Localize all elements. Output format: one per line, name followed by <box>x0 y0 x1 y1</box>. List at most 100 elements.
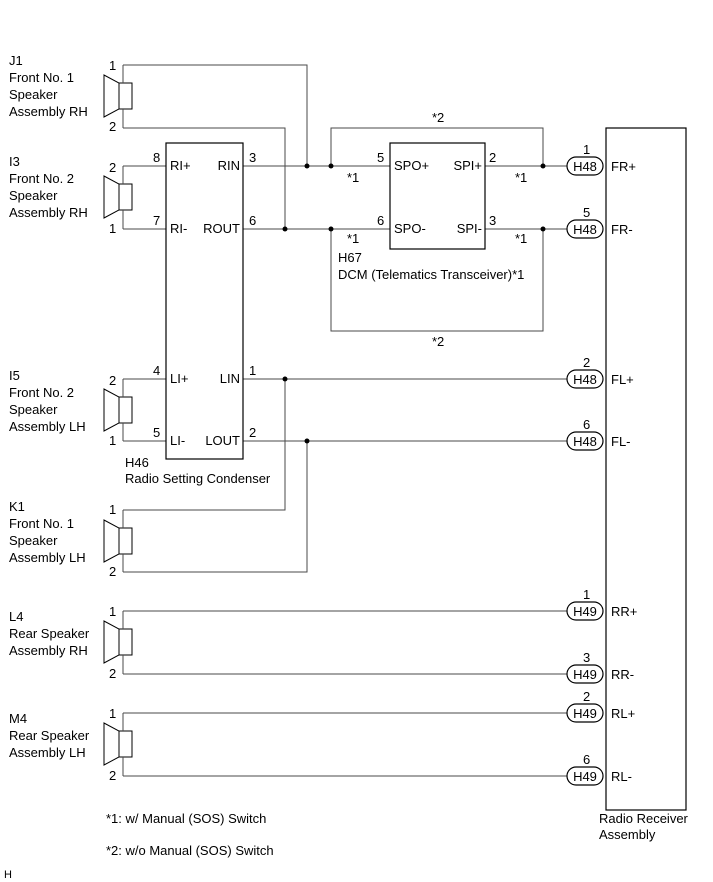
speaker-l4: L4 Rear Speaker Assembly RH 1 2 <box>9 604 133 681</box>
connector-pill <box>566 703 604 723</box>
mark-2: *2 <box>432 110 444 125</box>
speaker-name: Assembly RH <box>9 643 88 658</box>
dcm-box <box>389 142 486 250</box>
pin-number: 2 <box>109 373 116 388</box>
component-name: Radio Setting Condenser <box>125 471 271 486</box>
pin-number: 5 <box>377 150 384 165</box>
pin-label: SPO+ <box>394 158 429 173</box>
pin-number: 2 <box>109 119 116 134</box>
wire-bypass-bottom <box>330 229 544 332</box>
pin-number: 8 <box>153 150 160 165</box>
speaker-icon <box>118 527 133 555</box>
terminal-label: RR+ <box>611 604 637 619</box>
terminal-label: FL+ <box>611 372 634 387</box>
speaker-name: Speaker <box>9 533 58 548</box>
terminal-label: RR- <box>611 667 634 682</box>
pin-number: 2 <box>583 689 590 704</box>
pin-label: LOUT <box>205 433 240 448</box>
mark-1: *1 <box>347 231 359 246</box>
connector-code: H48 <box>573 434 597 449</box>
pin-number: 1 <box>583 142 590 157</box>
speaker-i3: I3 Front No. 2 Speaker Assembly RH 2 1 <box>9 154 133 236</box>
component-name: Assembly <box>599 827 656 842</box>
junction-dot <box>540 226 546 232</box>
connector-pill <box>566 601 604 621</box>
speaker-name: Front No. 1 <box>9 516 74 531</box>
pin-number: 6 <box>583 752 590 767</box>
speaker-i5: I5 Front No. 2 Speaker Assembly LH 2 1 <box>9 368 133 448</box>
pin-number: 1 <box>109 58 116 73</box>
connector-code: H49 <box>573 667 597 682</box>
pin-number: 7 <box>153 213 160 228</box>
wire-k1-pin1 <box>123 379 286 511</box>
speaker-name: Assembly RH <box>9 205 88 220</box>
junction-dot <box>282 376 288 382</box>
speaker-name: Assembly LH <box>9 550 86 565</box>
terminal-label: FL- <box>611 434 631 449</box>
speaker-name: Assembly LH <box>9 745 86 760</box>
connector-code: H49 <box>573 706 597 721</box>
connector-pill <box>566 156 604 176</box>
pin-number: 5 <box>583 205 590 220</box>
terminal-label: FR- <box>611 222 633 237</box>
pin-label: SPI+ <box>453 158 482 173</box>
pin-label: RIN <box>218 158 240 173</box>
pin-number: 3 <box>249 150 256 165</box>
speaker-code: K1 <box>9 499 25 514</box>
terminal-label: RL+ <box>611 706 635 721</box>
wire-k1-pin2 <box>123 441 308 573</box>
junction-dot <box>328 226 334 232</box>
component-name: DCM (Telematics Transceiver)*1 <box>338 267 524 282</box>
radio-terminal: H49 2RL+ <box>566 689 635 723</box>
pin-label: RI- <box>170 221 187 236</box>
pin-number: 2 <box>109 564 116 579</box>
footnote: *2: w/o Manual (SOS) Switch <box>106 843 274 858</box>
pin-number: 1 <box>109 433 116 448</box>
pin-number: 3 <box>489 213 496 228</box>
speaker-icon <box>118 628 133 656</box>
pin-label: SPO- <box>394 221 426 236</box>
junction-dot <box>328 163 334 169</box>
speaker-code: I5 <box>9 368 20 383</box>
radio-terminal: H49 3RR- <box>566 650 634 684</box>
speaker-j1: J1 Front No. 1 Speaker Assembly RH 1 2 <box>9 53 133 134</box>
pin-number: 1 <box>109 502 116 517</box>
pin-label: SPI- <box>457 221 482 236</box>
pin-number: 2 <box>583 355 590 370</box>
component-name: Radio Receiver <box>599 811 689 826</box>
mark-2: *2 <box>432 334 444 349</box>
wire-j1-pin2 <box>123 127 286 229</box>
speaker-name: Speaker <box>9 402 58 417</box>
pin-number: 3 <box>583 650 590 665</box>
connector-pill <box>566 766 604 786</box>
radio-receiver-assembly: Radio Receiver Assembly <box>599 127 689 842</box>
speaker-icon <box>118 396 133 424</box>
pin-number: 4 <box>153 363 160 378</box>
speaker-name: Speaker <box>9 188 58 203</box>
pin-label: RI+ <box>170 158 191 173</box>
mark-1: *1 <box>347 170 359 185</box>
pin-number: 1 <box>109 221 116 236</box>
speaker-name: Assembly RH <box>9 104 88 119</box>
connector-code: H49 <box>573 769 597 784</box>
radio-terminals: H481FR+H485FR-H482FL+H486FL-H491RR+H493R… <box>566 142 637 786</box>
pin-number: 2 <box>109 666 116 681</box>
connector-code: H48 <box>573 159 597 174</box>
connector-code: H48 <box>573 222 597 237</box>
junctions <box>282 163 546 444</box>
radio-setting-condenser: RI+ 8 RI- 7 RIN 3 ROUT 6 LI+ 4 LI- 5 LIN… <box>125 142 271 486</box>
junction-dot <box>282 226 288 232</box>
radio-box <box>605 127 687 811</box>
speaker-name: Front No. 2 <box>9 385 74 400</box>
junction-dot <box>304 438 310 444</box>
speaker-code: J1 <box>9 53 23 68</box>
condenser-box <box>165 142 244 460</box>
pin-number: 5 <box>153 425 160 440</box>
connector-pill <box>566 369 604 389</box>
pin-label: LI+ <box>170 371 188 386</box>
speaker-m4: M4 Rear Speaker Assembly LH 1 2 <box>9 706 133 783</box>
